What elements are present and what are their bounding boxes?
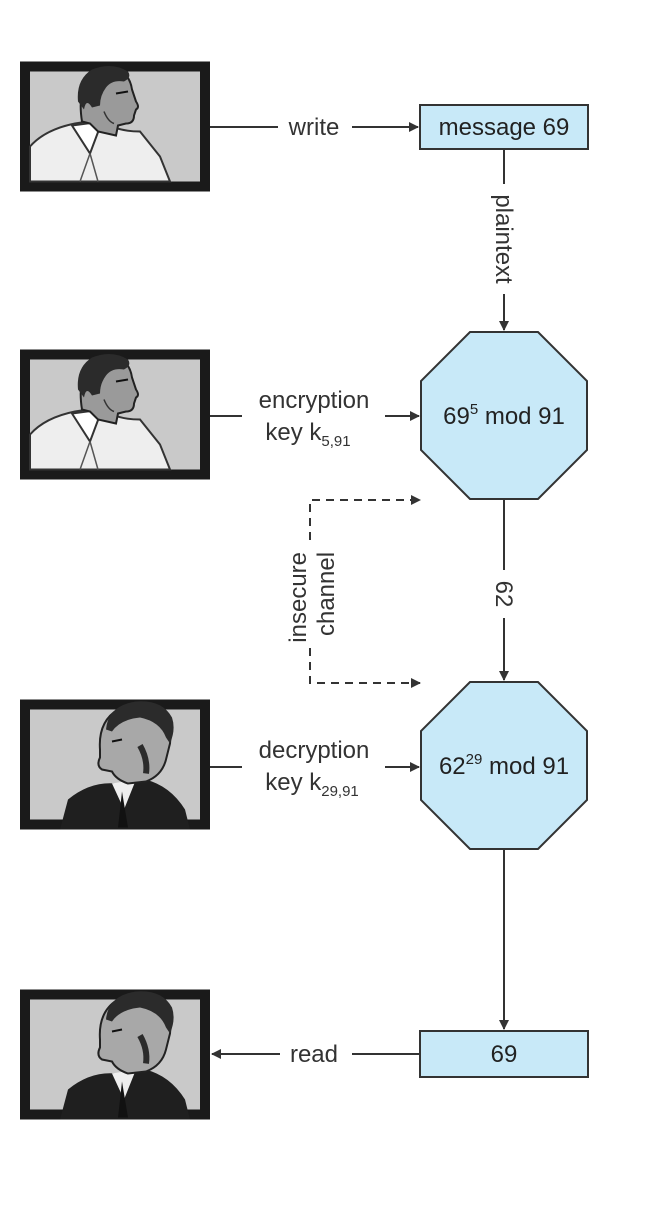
ciphertext-label: 62	[490, 581, 517, 608]
encryption-octagon	[420, 331, 588, 500]
encryption-key-label: encryption	[259, 387, 370, 414]
sender-portrait-icon	[20, 348, 210, 481]
encryption-formula: 695 mod 91	[443, 401, 565, 430]
insecure-channel-label: insecure channel	[285, 545, 340, 642]
insecure-channel-path-bottom	[309, 648, 421, 688]
message-label: message 69	[439, 114, 570, 141]
sender-portrait-icon	[20, 60, 210, 193]
decryption-key-label: decryption	[259, 737, 370, 764]
result-box	[419, 1030, 589, 1078]
receiver-portrait-icon	[20, 700, 210, 830]
insecure-channel-path-top	[309, 495, 421, 540]
plaintext-label: plaintext	[490, 194, 517, 284]
message-box	[419, 104, 589, 150]
decryption-formula: 6229 mod 91	[439, 751, 569, 780]
receiver-portrait-icon	[20, 990, 210, 1120]
read-label: read	[290, 1041, 338, 1068]
decryption-key-name: key k29,91	[265, 769, 359, 800]
write-label: write	[288, 114, 340, 141]
encryption-key-name: key k5,91	[265, 419, 350, 450]
result-label: 69	[491, 1041, 518, 1068]
decryption-octagon	[420, 681, 588, 850]
